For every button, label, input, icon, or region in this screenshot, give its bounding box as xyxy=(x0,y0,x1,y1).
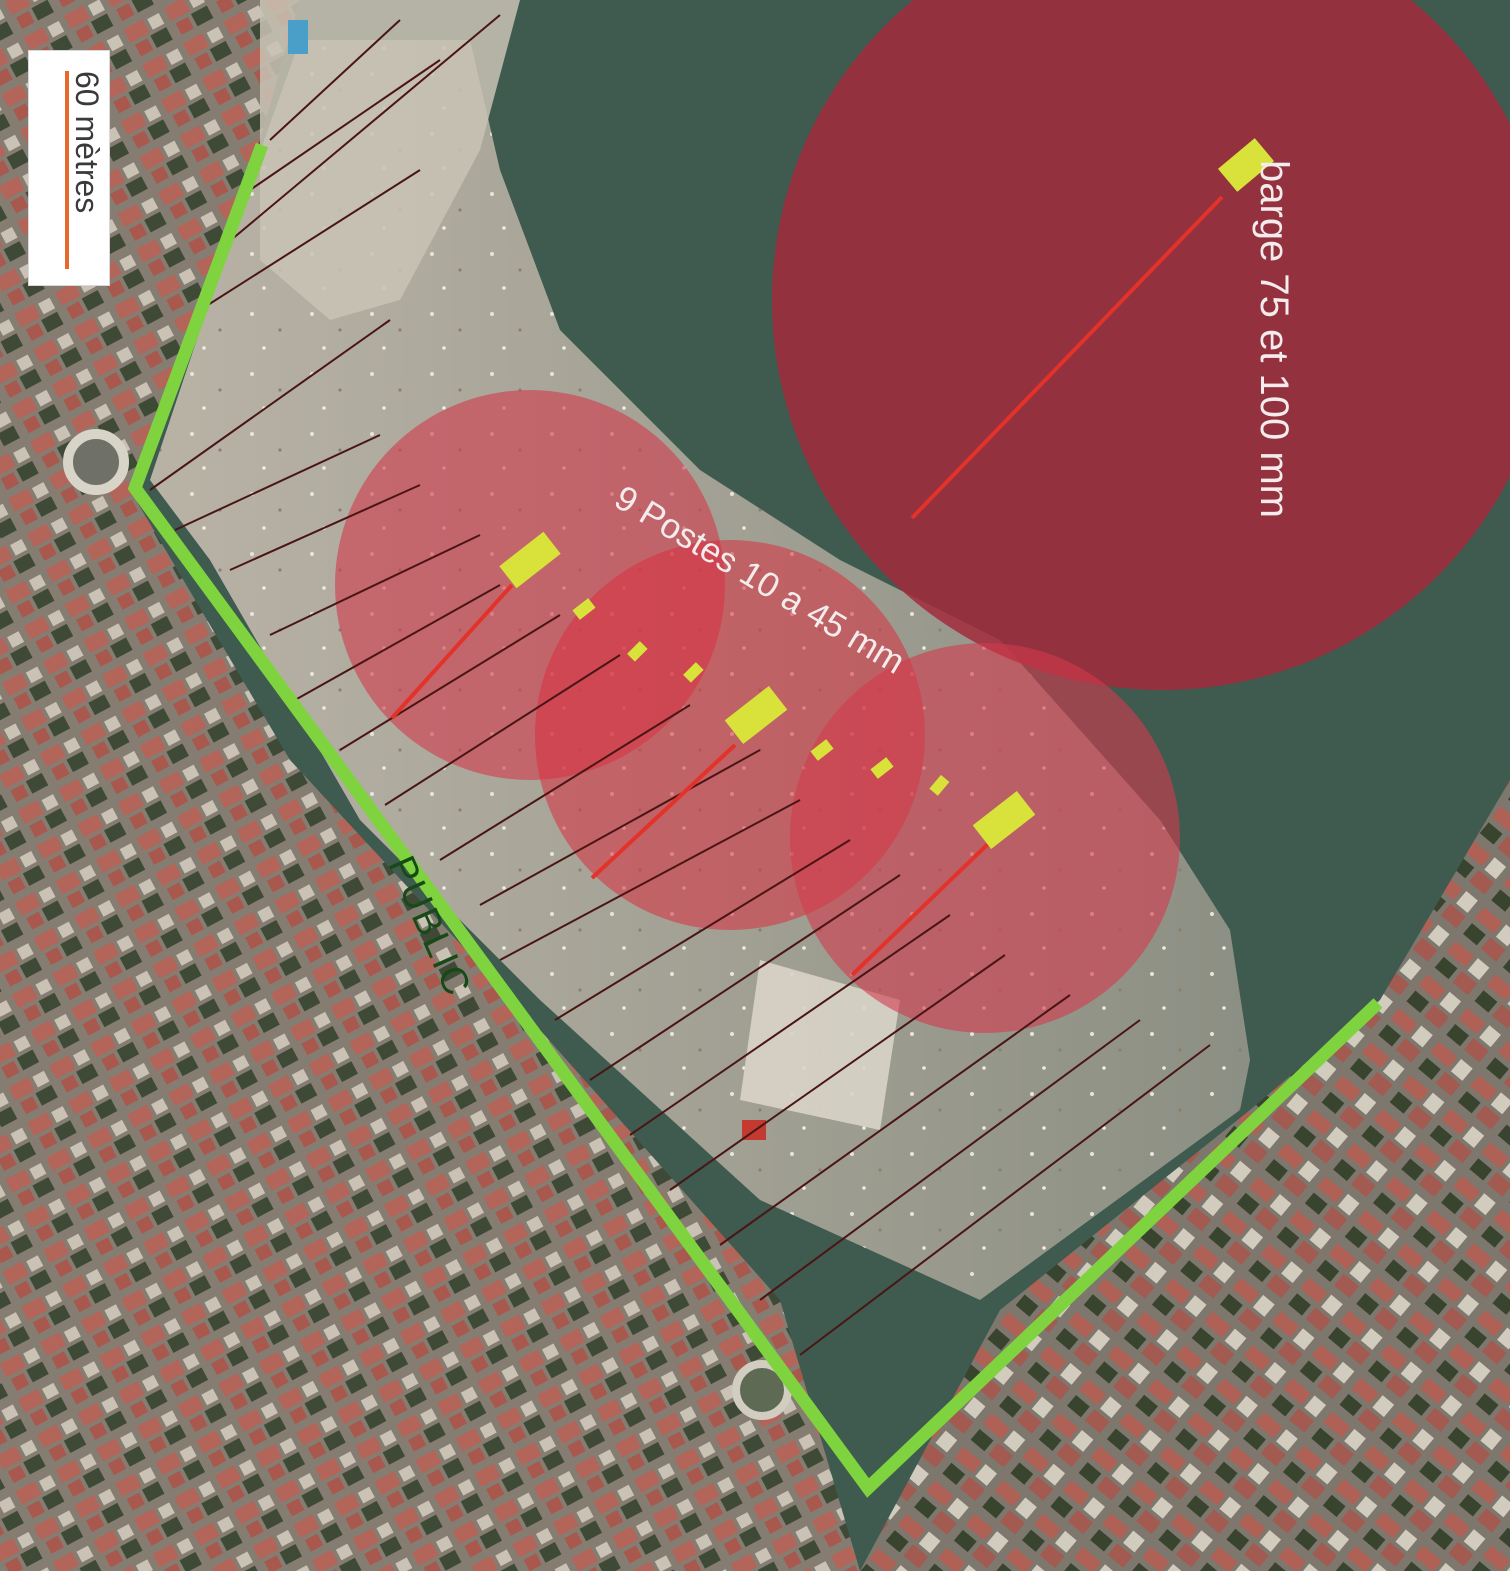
post-marker-7 xyxy=(870,757,894,779)
post-marker-9 xyxy=(972,790,1036,850)
post-marker-8 xyxy=(929,774,950,796)
barge-label: barge 75 et 100 mm xyxy=(1252,160,1296,518)
firing-range-lines xyxy=(390,195,1224,977)
post-marker-1 xyxy=(499,531,561,589)
post-marker-4 xyxy=(683,662,704,683)
barge-marker xyxy=(1217,138,1275,192)
roundabout-north xyxy=(63,429,129,495)
post-marker-2 xyxy=(572,598,596,620)
post-marker-3 xyxy=(627,641,648,662)
pool-icon xyxy=(288,20,308,54)
scale-label: 60 mètres xyxy=(69,71,105,214)
perimeter-line xyxy=(127,142,1383,1498)
post-marker-5 xyxy=(724,685,788,745)
town-area-east xyxy=(860,780,1510,1571)
post-marker-6 xyxy=(810,739,834,761)
roundabout-south xyxy=(732,1360,792,1420)
barge-safety-zone xyxy=(772,0,1510,690)
firing-post-markers xyxy=(499,138,1275,850)
scale-legend: 60 mètres xyxy=(28,50,110,286)
northern-headland xyxy=(260,0,520,320)
hatched-public-area xyxy=(149,14,1211,1356)
beach-building xyxy=(740,960,900,1130)
